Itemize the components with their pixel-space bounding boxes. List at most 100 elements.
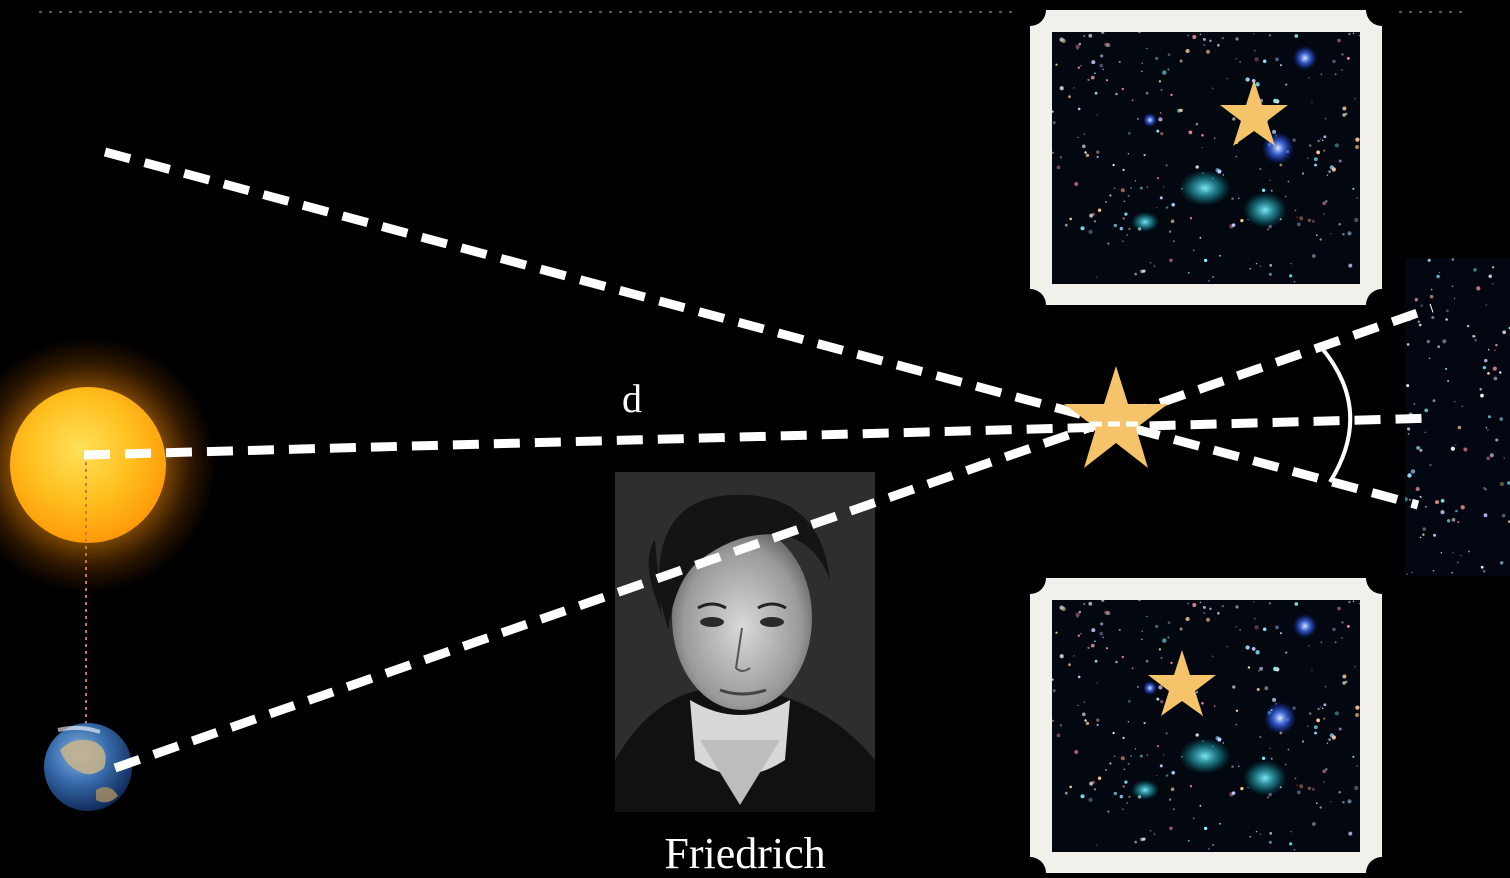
star-field-photo-top bbox=[1014, 0, 1398, 321]
background-star-speck bbox=[1122, 736, 1125, 740]
background-star-speck bbox=[1074, 182, 1079, 186]
background-star-speck bbox=[1410, 469, 1416, 474]
background-star-speck bbox=[1492, 366, 1497, 371]
background-star-speck bbox=[1124, 780, 1128, 784]
background-star-speck bbox=[1107, 810, 1110, 813]
background-star-speck bbox=[1217, 737, 1222, 742]
background-star-speck bbox=[1134, 180, 1137, 182]
background-star-speck bbox=[1484, 488, 1487, 491]
background-star-speck bbox=[1081, 144, 1086, 149]
background-star-speck bbox=[1444, 367, 1448, 371]
background-star-speck bbox=[1329, 733, 1334, 738]
background-star-speck bbox=[1262, 627, 1267, 632]
background-star-speck bbox=[1323, 135, 1327, 139]
background-star-speck bbox=[1192, 603, 1197, 607]
background-star-speck bbox=[1352, 600, 1355, 603]
background-star-speck bbox=[1158, 648, 1162, 651]
background-star-speck bbox=[1193, 249, 1195, 251]
background-star-speck bbox=[1340, 68, 1343, 72]
background-star-speck bbox=[1273, 98, 1278, 104]
background-star-speck bbox=[1146, 186, 1149, 188]
background-star-speck bbox=[1068, 95, 1071, 99]
background-star-speck bbox=[1156, 744, 1160, 748]
background-star-speck bbox=[1292, 706, 1296, 710]
background-star-speck bbox=[1205, 617, 1211, 622]
background-star-speck bbox=[1187, 602, 1189, 605]
background-star-speck bbox=[1140, 269, 1144, 274]
background-star-speck bbox=[1156, 129, 1160, 133]
background-star-speck bbox=[1096, 718, 1100, 722]
background-star-speck bbox=[1487, 372, 1490, 375]
background-star-speck bbox=[1507, 481, 1510, 485]
background-star-speck bbox=[1087, 78, 1090, 81]
background-star-speck bbox=[1454, 444, 1457, 446]
background-star-speck bbox=[1440, 552, 1443, 554]
background-star-speck bbox=[1149, 261, 1152, 264]
background-star-speck bbox=[1314, 731, 1318, 735]
background-star-speck bbox=[1099, 631, 1104, 636]
background-star-speck bbox=[1322, 201, 1326, 206]
background-star-speck bbox=[1269, 179, 1271, 182]
background-star-speck bbox=[1153, 264, 1156, 268]
background-star-speck bbox=[1179, 59, 1183, 63]
background-star-speck bbox=[1187, 271, 1190, 274]
background-star-speck bbox=[1170, 219, 1175, 224]
background-star-speck bbox=[1127, 699, 1131, 703]
background-star-speck bbox=[1226, 646, 1228, 648]
background-star-speck bbox=[1088, 601, 1093, 606]
background-star-speck bbox=[1134, 748, 1137, 750]
background-star-speck bbox=[1451, 258, 1455, 261]
background-star-speck bbox=[1202, 37, 1206, 41]
background-star-speck bbox=[1503, 457, 1505, 459]
background-star-speck bbox=[1472, 334, 1475, 338]
background-star-speck bbox=[1406, 573, 1408, 575]
background-star-speck bbox=[1093, 788, 1097, 791]
background-star-speck bbox=[1429, 294, 1434, 299]
background-star-speck bbox=[1102, 68, 1105, 71]
background-star-speck bbox=[1267, 228, 1270, 231]
background-star-speck bbox=[1330, 233, 1332, 235]
background-star-speck bbox=[1093, 220, 1097, 223]
background-star-speck bbox=[1187, 839, 1190, 842]
background-star-speck bbox=[1352, 755, 1355, 758]
background-star-speck bbox=[1301, 740, 1305, 743]
background-star-speck bbox=[1418, 323, 1422, 327]
background-star-speck bbox=[1279, 632, 1282, 635]
background-star-speck bbox=[1446, 309, 1449, 313]
background-star-speck bbox=[1348, 32, 1351, 36]
background-star-speck bbox=[1134, 840, 1138, 844]
background-star-speck bbox=[1293, 849, 1296, 851]
background-star-speck bbox=[1460, 554, 1462, 557]
background-star-speck bbox=[1268, 272, 1272, 276]
background-star-speck bbox=[1156, 206, 1158, 209]
background-star-speck bbox=[1254, 618, 1256, 620]
background-star-speck bbox=[1445, 318, 1448, 321]
background-star-speck bbox=[1188, 130, 1193, 135]
background-star-speck bbox=[1254, 57, 1259, 62]
background-star-speck bbox=[1105, 79, 1108, 82]
background-star-speck bbox=[1308, 144, 1312, 147]
background-star-speck bbox=[1080, 65, 1082, 67]
background-star-speck bbox=[1091, 60, 1096, 65]
background-star-speck bbox=[1476, 286, 1481, 291]
background-star-speck bbox=[1407, 433, 1410, 435]
background-star-speck bbox=[1127, 194, 1130, 197]
background-star-speck bbox=[1052, 689, 1056, 693]
background-star-speck bbox=[1262, 59, 1267, 64]
background-star-speck bbox=[1192, 35, 1197, 39]
distance-label: d bbox=[622, 376, 642, 421]
background-star-speck bbox=[1494, 349, 1496, 351]
background-star-speck bbox=[1120, 756, 1125, 761]
portrait-caption: Friedrich bbox=[664, 829, 825, 878]
background-star-speck bbox=[1235, 625, 1237, 628]
background-star-speck bbox=[1296, 216, 1298, 219]
background-star-speck bbox=[1354, 98, 1356, 100]
background-star-speck bbox=[1158, 685, 1163, 690]
background-star-speck bbox=[1235, 37, 1239, 41]
background-star-speck bbox=[1501, 513, 1506, 518]
background-star-speck bbox=[1311, 101, 1313, 104]
background-star-speck bbox=[1433, 533, 1437, 537]
background-star-speck bbox=[1052, 121, 1056, 125]
background-star-speck bbox=[1273, 666, 1278, 672]
